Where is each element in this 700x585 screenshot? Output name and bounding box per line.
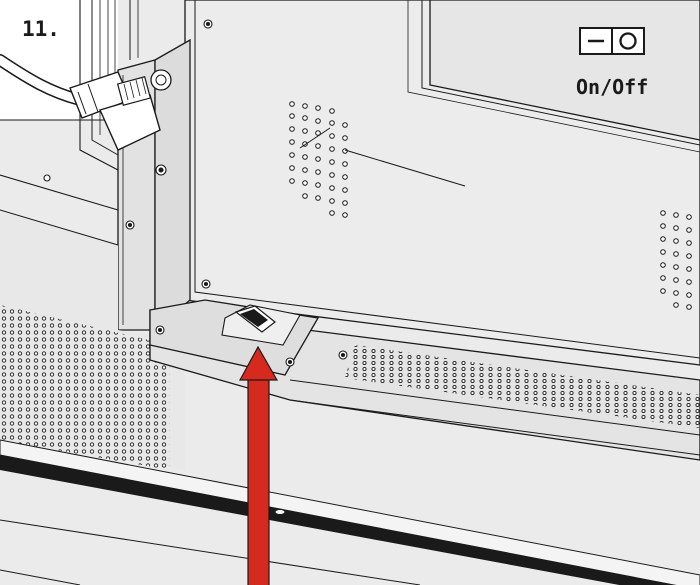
red-pointer-arrow (238, 345, 279, 585)
right-vent-holes (660, 210, 692, 310)
power-rocker-switch[interactable] (234, 305, 276, 333)
power-cord (0, 54, 172, 151)
center-vent-holes (289, 101, 348, 218)
bottom-vent-strip (345, 345, 700, 428)
power-toggle-icon (579, 27, 645, 55)
left-vent-grille (0, 305, 170, 470)
screws (43, 19, 348, 367)
step-number: 11. (22, 17, 60, 41)
power-switch-label: On/Off (576, 75, 649, 99)
